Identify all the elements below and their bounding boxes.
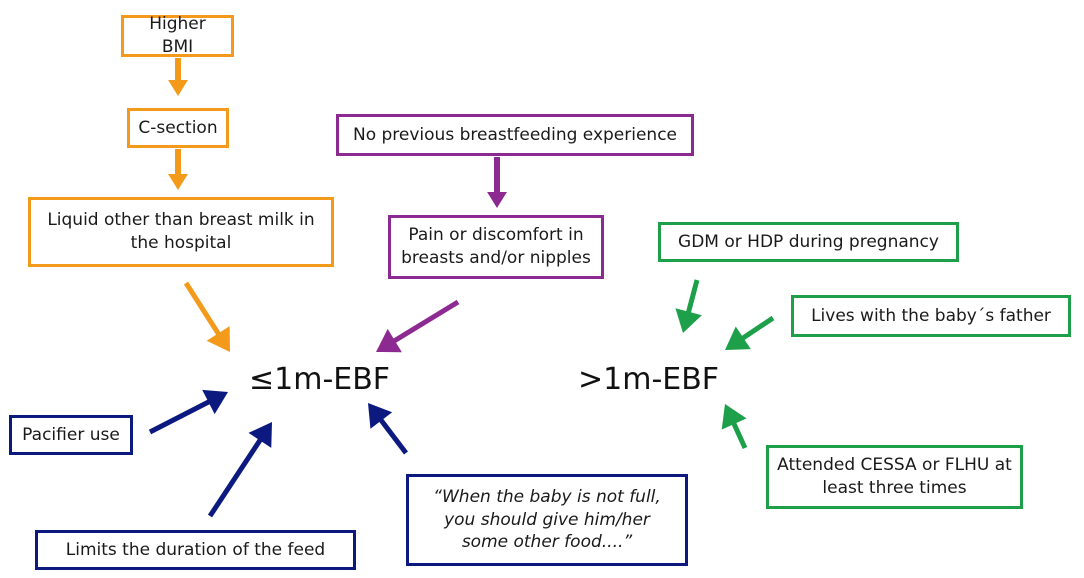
arrow-noprev-to-pain xyxy=(487,157,507,208)
node-quote: “When the baby is not full, you should g… xyxy=(406,474,688,566)
arrow-cessa-to-gt1m xyxy=(721,404,748,450)
node-pacifier-use: Pacifier use xyxy=(9,415,133,455)
node-gdm-hdp: GDM or HDP during pregnancy xyxy=(658,222,959,262)
outcome-gt-1m-ebf: >1m-EBF xyxy=(578,362,720,397)
arrow-limits-to-le1m xyxy=(207,422,272,518)
arrow-gdm-to-gt1m xyxy=(675,279,702,333)
arrow-pain-to-le1m xyxy=(376,299,460,353)
arrow-lives-to-gt1m xyxy=(725,315,775,350)
node-limits-duration: Limits the duration of the feed xyxy=(35,530,356,570)
arrow-pacifier-to-le1m xyxy=(148,389,228,435)
node-no-previous-breastfeeding: No previous breastfeeding experience xyxy=(336,114,694,156)
node-liquid-hospital: Liquid other than breast milk in the hos… xyxy=(28,197,334,267)
arrow-bmi-to-csection xyxy=(168,58,188,96)
node-higher-bmi: Higher BMI xyxy=(121,14,234,57)
arrow-liquid-to-le1m xyxy=(183,281,230,352)
node-attended-cessa: Attended CESSA or FLHU at least three ti… xyxy=(766,445,1023,509)
arrow-quote-to-le1m xyxy=(368,403,408,455)
node-lives-father: Lives with the baby´s father xyxy=(791,295,1071,337)
arrow-csection-to-liquid xyxy=(168,149,188,190)
node-c-section: C-section xyxy=(127,108,229,148)
node-pain-discomfort: Pain or discomfort in breasts and/or nip… xyxy=(388,215,604,279)
outcome-le-1m-ebf: ≤1m-EBF xyxy=(249,362,391,397)
